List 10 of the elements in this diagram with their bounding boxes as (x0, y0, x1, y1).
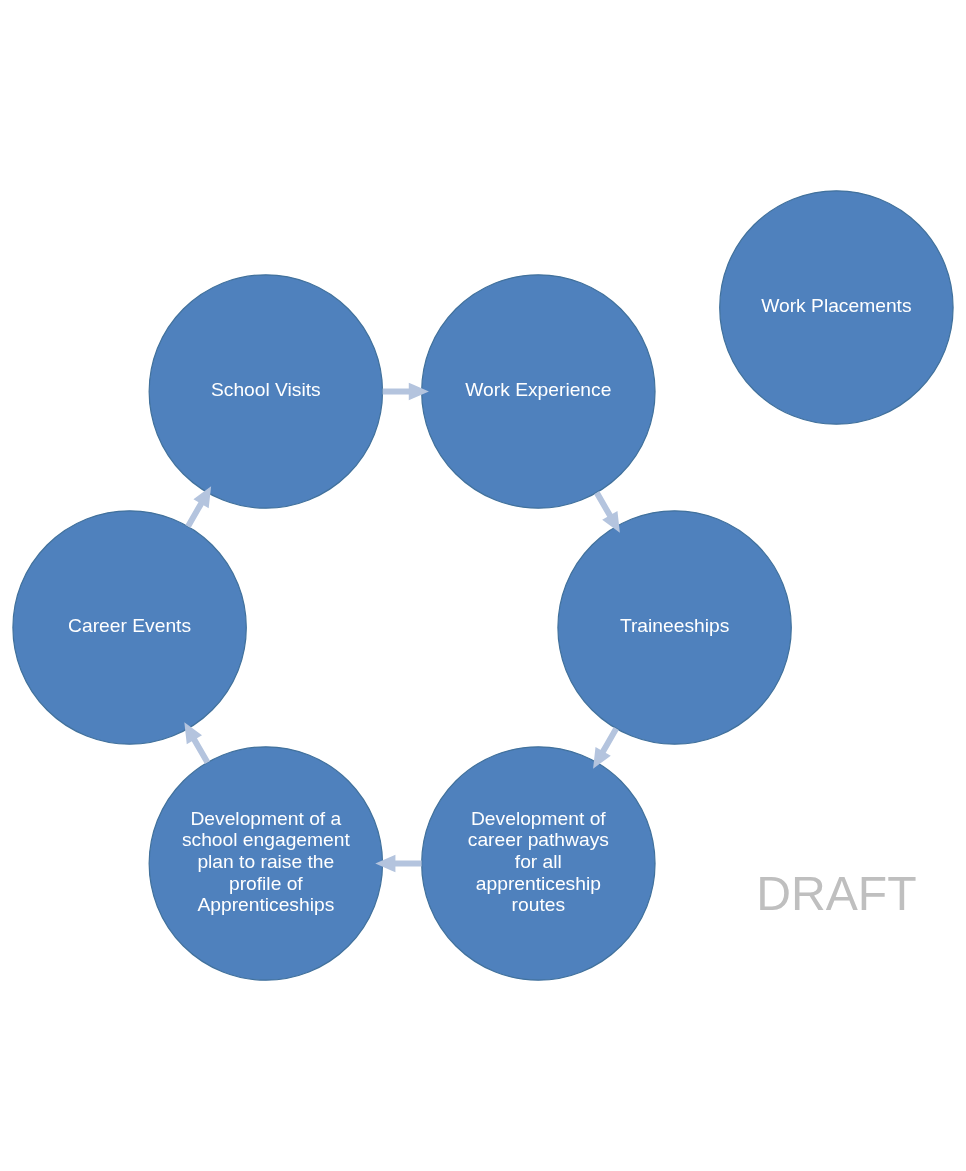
arrow (375, 854, 422, 873)
label: DRAFT (756, 866, 917, 921)
node-circle: Work Experience (421, 274, 656, 509)
arrow (185, 486, 212, 528)
arrow (594, 491, 620, 533)
node-circle: Development of a school engagement plan to raise the profile of Apprenticeships (148, 746, 384, 981)
arrow (184, 722, 211, 764)
node-circle: Work Placements (719, 190, 954, 425)
arrow (593, 727, 619, 769)
arrow (382, 382, 429, 401)
